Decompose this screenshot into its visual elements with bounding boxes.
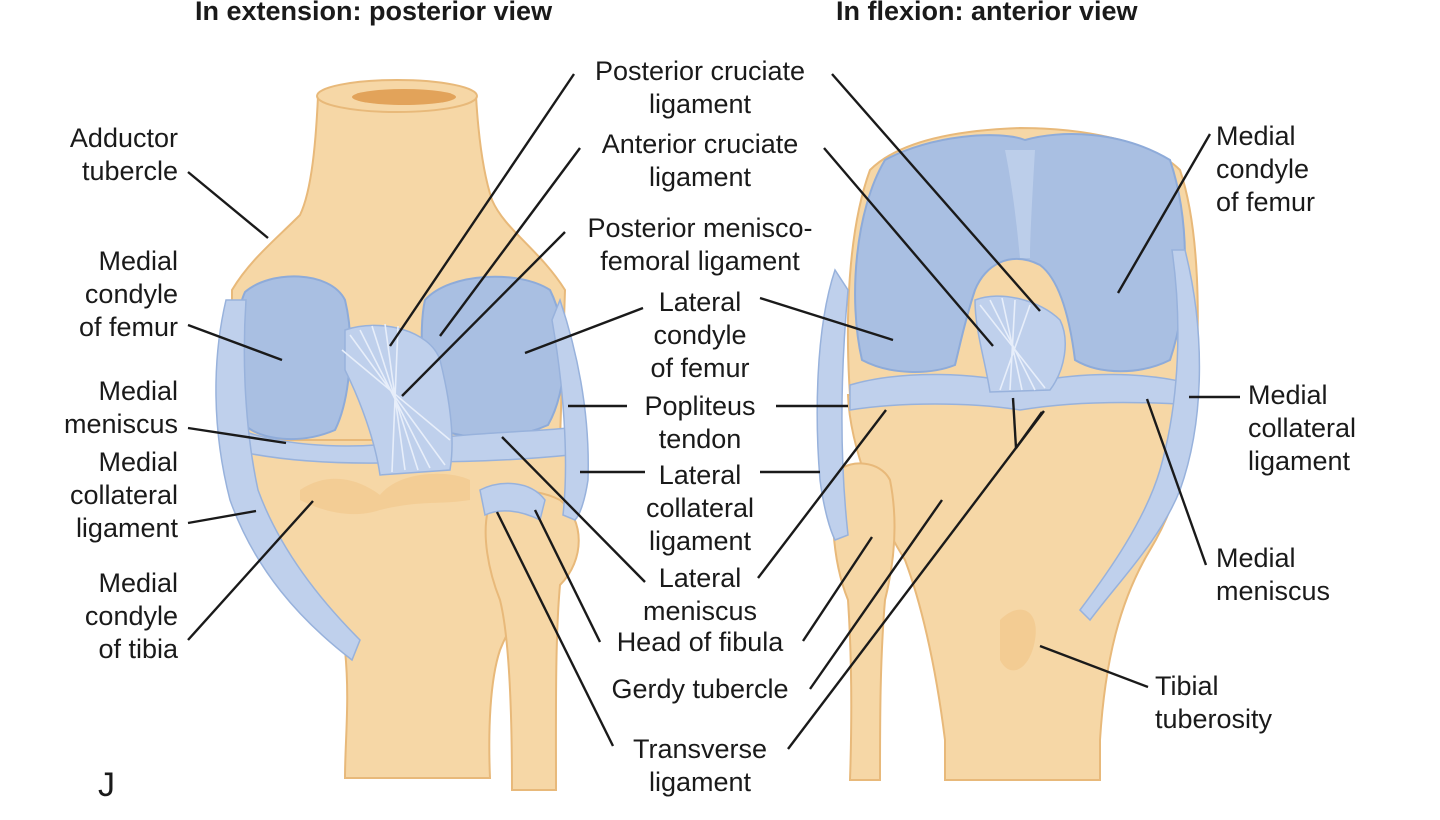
label-lateral-condyle-femur: Lateral condyle of femur [650, 287, 750, 383]
right-tibia [846, 394, 1192, 781]
label-gerdy-tubercle: Gerdy tubercle [611, 674, 789, 704]
left-view-title: In extension: posterior view [195, 0, 553, 26]
left-medial-collateral-ligament [215, 299, 361, 662]
label-lateral-collateral: Lateral collateral ligament [645, 460, 755, 556]
label-popliteus-tendon: Popliteus tendon [644, 391, 756, 454]
label-left-medial-meniscus: Medial meniscus [63, 376, 178, 439]
left-femur-marrow [352, 89, 456, 105]
right-view-title: In flexion: anterior view [836, 0, 1138, 26]
left-lateral-collateral-ligament [551, 297, 589, 521]
right-knee-drawing [816, 126, 1201, 781]
label-medial-condyle-tibia: Medial condyle of tibia [84, 568, 178, 664]
label-posterior-cruciate: Posterior cruciate ligament [594, 56, 806, 119]
right-fibula [832, 462, 896, 781]
left-medial-condyle-cartilage [234, 275, 352, 441]
label-left-medial-collateral: Medial collateral ligament [69, 447, 178, 543]
leader-lines [187, 73, 1240, 750]
label-anterior-cruciate: Anterior cruciate ligament [601, 129, 799, 192]
right-medial-collateral-ligament [1079, 249, 1201, 622]
label-adductor-tubercle: Adductor tubercle [69, 123, 178, 186]
label-right-medial-meniscus: Medial meniscus [1216, 543, 1331, 606]
label-head-of-fibula: Head of fibula [616, 627, 784, 657]
left-fibula [484, 490, 580, 791]
label-transverse-ligament: Transverse ligament [632, 734, 768, 797]
panel-letter: J [98, 766, 115, 804]
left-knee-drawing [215, 79, 589, 791]
label-right-medial-condyle-femur: Medial condyle of femur [1216, 121, 1316, 217]
label-right-medial-collateral: Medial collateral ligament [1248, 380, 1357, 476]
label-lateral-meniscus: Lateral meniscus [642, 563, 758, 626]
label-posterior-meniscofemoral: Posterior menisco- femoral ligament [587, 213, 813, 276]
right-cruciate-ligaments [974, 295, 1066, 393]
label-tibial-tuberosity: Tibial tuberosity [1155, 671, 1273, 734]
label-left-medial-condyle-femur: Medial condyle of femur [78, 246, 178, 342]
